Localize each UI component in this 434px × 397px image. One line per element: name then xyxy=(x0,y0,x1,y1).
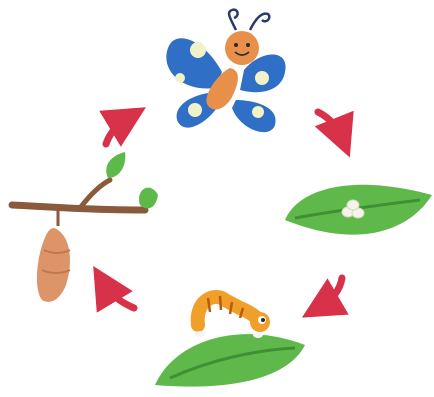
chrysalis-branch-icon xyxy=(12,152,158,302)
arrow-adult-to-eggs xyxy=(318,112,342,138)
arrow-eggs-to-larva xyxy=(320,278,342,307)
arrow-pupa-to-adult xyxy=(106,118,128,144)
chrysalis-icon xyxy=(37,228,70,302)
butterfly-icon xyxy=(166,10,285,132)
egg-leaf-icon xyxy=(285,185,432,235)
caterpillar-icon xyxy=(195,296,270,338)
arrow-larva-to-pupa xyxy=(104,284,134,308)
caterpillar-leaf-icon xyxy=(155,296,305,387)
